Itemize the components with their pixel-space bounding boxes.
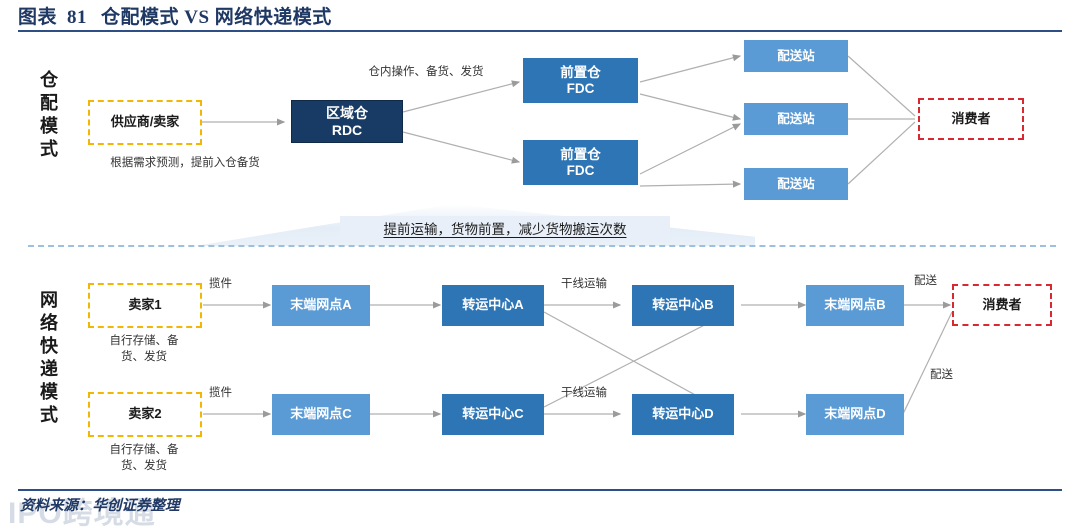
node-endpoint-d: 末端网点D [806, 394, 904, 435]
source-note: 资料来源：华创证券整理 [20, 498, 180, 514]
node-rdc-label-1: 区域仓 [326, 105, 368, 122]
node-hub-d-label: 转运中心D [652, 406, 714, 422]
section-label-warehouse: 仓配模式 [38, 70, 58, 162]
node-endpoint-a: 末端网点A [272, 285, 370, 326]
node-consumer-warehouse: 消费者 [918, 98, 1024, 140]
caption-supplier-to-rdc: 根据需求预测，提前入仓备货 [110, 157, 260, 169]
caption-rdc-to-fdc: 仓内操作、备货、发货 [368, 66, 484, 78]
node-station-3: 配送站 [744, 168, 848, 200]
node-hub-a-label: 转运中心A [462, 297, 524, 313]
section-label-express: 网络快递模式 [38, 290, 58, 428]
caption-seller-1-note: 自行存储、备货、发货 [109, 335, 179, 363]
node-hub-c-label: 转运中心C [462, 406, 524, 422]
header-divider [18, 30, 1062, 32]
node-fdc-bottom-label-1: 前置仓 [560, 146, 601, 162]
node-consumer-warehouse-label: 消费者 [951, 110, 991, 126]
node-fdc-top-label-2: FDC [566, 80, 595, 96]
node-seller-2-label: 卖家2 [128, 406, 162, 422]
caption-pickup-1: 揽件 [209, 278, 232, 290]
node-station-3-label: 配送站 [777, 176, 815, 191]
node-endpoint-d-label: 末端网点D [824, 406, 886, 422]
node-consumer-express: 消费者 [952, 284, 1052, 326]
node-station-2: 配送站 [744, 103, 848, 135]
node-supplier: 供应商/卖家 [88, 100, 202, 145]
node-seller-1: 卖家1 [88, 283, 202, 328]
section-divider [28, 245, 1056, 247]
node-endpoint-b-label: 末端网点B [824, 297, 886, 313]
node-fdc-top: 前置仓 FDC [523, 58, 638, 103]
node-fdc-bottom: 前置仓 FDC [523, 140, 638, 185]
node-station-1: 配送站 [744, 40, 848, 72]
node-fdc-bottom-label-2: FDC [566, 162, 595, 178]
figure-number: 81 [67, 7, 88, 28]
caption-trunk-2: 干线运输 [561, 387, 607, 399]
figure-header: 图表 81 仓配模式 VS 网络快递模式 [0, 0, 1080, 34]
caption-pickup-2: 揽件 [209, 387, 232, 399]
node-endpoint-b: 末端网点B [806, 285, 904, 326]
figure-title-text: 仓配模式 VS 网络快递模式 [101, 7, 332, 28]
node-seller-1-label: 卖家1 [128, 297, 162, 313]
page-title: 图表 81 仓配模式 VS 网络快递模式 [18, 2, 332, 29]
node-rdc-label-2: RDC [331, 121, 363, 138]
node-seller-2: 卖家2 [88, 392, 202, 437]
node-rdc: 区域仓 RDC [291, 100, 403, 143]
diagram-canvas: 仓配模式 供应商/卖家 根据需求预测，提前入仓备货 区域仓 RDC 仓内操作、备… [0, 34, 1080, 489]
node-hub-d: 转运中心D [632, 394, 734, 435]
node-endpoint-c-label: 末端网点C [290, 406, 352, 422]
node-supplier-label: 供应商/卖家 [110, 114, 180, 130]
figure-label: 图表 [18, 7, 58, 28]
node-hub-b-label: 转运中心B [652, 297, 714, 313]
node-hub-c: 转运中心C [442, 394, 544, 435]
banner-strip [340, 216, 670, 242]
footer-divider [18, 489, 1062, 491]
caption-delivery-2: 配送 [930, 369, 953, 381]
banner-text: 提前运输，货物前置，减少货物搬运次数 [383, 222, 627, 237]
node-endpoint-a-label: 末端网点A [290, 297, 352, 313]
node-fdc-top-label-1: 前置仓 [560, 64, 601, 80]
caption-seller-2-note: 自行存储、备货、发货 [109, 444, 179, 472]
node-hub-b: 转运中心B [632, 285, 734, 326]
edge-layer [202, 54, 953, 418]
caption-delivery-1: 配送 [914, 275, 937, 287]
node-station-2-label: 配送站 [777, 111, 815, 126]
node-hub-a: 转运中心A [442, 285, 544, 326]
node-station-1-label: 配送站 [777, 48, 815, 63]
caption-trunk-1: 干线运输 [561, 278, 607, 290]
node-consumer-express-label: 消费者 [982, 296, 1022, 312]
node-endpoint-c: 末端网点C [272, 394, 370, 435]
